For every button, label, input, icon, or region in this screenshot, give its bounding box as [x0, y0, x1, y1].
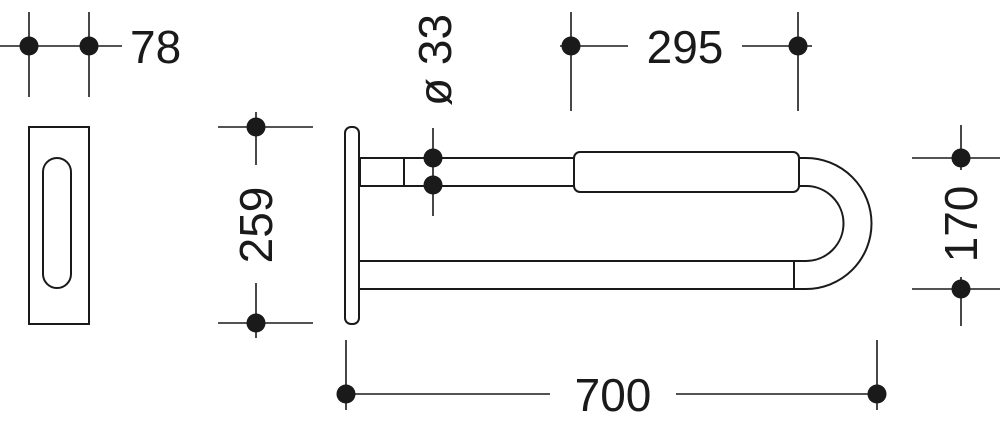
dimension-label-plate-width: 78: [130, 21, 181, 73]
dimension-overall-length: 700: [336, 340, 887, 421]
plate-front-view: [28, 126, 90, 325]
dimension-tube-diameter: ø 33: [409, 14, 461, 216]
dimension-plate-height: 259: [218, 112, 313, 338]
dimension-grip-length: 295: [560, 12, 812, 111]
grab-bar-side-view: [344, 126, 873, 325]
dimension-label-overall-length: 700: [575, 369, 652, 421]
dimension-plate-width: 78: [0, 12, 181, 97]
dimension-arm-height: 170: [912, 125, 1000, 326]
dimension-label-arm-height: 170: [935, 186, 987, 263]
dimension-label-plate-height: 259: [230, 187, 282, 264]
dimension-label-grip-length: 295: [647, 21, 724, 73]
dimension-label-tube-diameter: ø 33: [409, 14, 461, 106]
